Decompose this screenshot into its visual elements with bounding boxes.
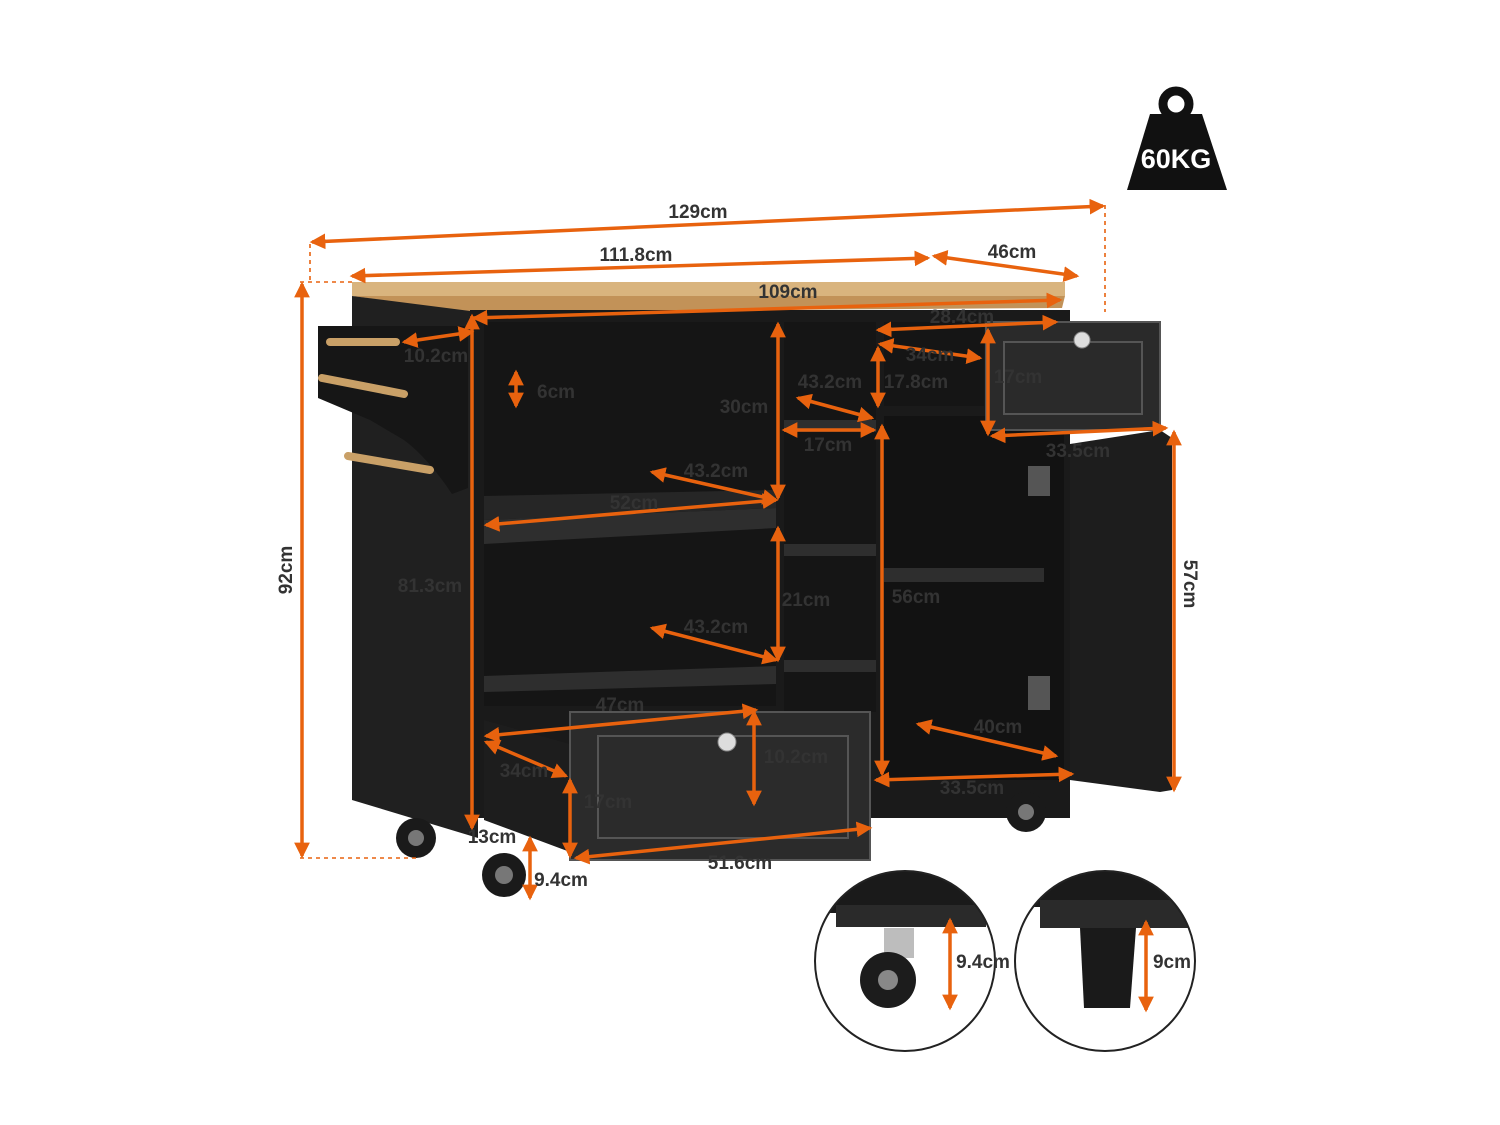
- rail-height-label: 6cm: [537, 382, 575, 403]
- casters: [396, 780, 1046, 897]
- total-height-label: 92cm: [276, 546, 297, 595]
- caster-detail: 9.4cm: [814, 870, 1010, 1052]
- door-width-label: 33.5cm: [1046, 441, 1110, 462]
- caster-wheel-icon: [1006, 792, 1046, 832]
- upper-shelf-height-label: 30cm: [720, 397, 769, 418]
- lower-shelf-depth-label: 43.2cm: [684, 617, 748, 638]
- total-width-label: 129cm: [668, 202, 727, 223]
- depth-label: 46cm: [988, 242, 1037, 263]
- caster-wheel-icon: [396, 818, 436, 858]
- middle-width-label: 17cm: [804, 435, 853, 456]
- upper-shelf-depth-label: 43.2cm: [684, 461, 748, 482]
- detail-caster-height-label: 9.4cm: [956, 952, 1010, 973]
- right-cabinet-shelf: [884, 568, 1044, 582]
- weight-label: 60KG: [1141, 144, 1212, 174]
- right-drawer-depth-label: 34cm: [906, 345, 955, 366]
- weight-badge: 60KG: [1127, 86, 1227, 190]
- right-drawer-width-label: 28.4cm: [930, 307, 994, 328]
- middle-column: [784, 322, 876, 712]
- detail-leg-height-label: 9cm: [1153, 952, 1191, 973]
- right-drawer-height-label: 17cm: [994, 367, 1043, 388]
- bottom-gap-label: 13cm: [468, 827, 517, 848]
- top-width-label: 111.8cm: [600, 245, 673, 266]
- right-drawer-inner-height-label: 17.8cm: [884, 372, 948, 393]
- caster-wheel-icon: [482, 853, 526, 897]
- cabinet-depth-label: 40cm: [974, 717, 1023, 738]
- middle-depth-label: 43.2cm: [798, 372, 862, 393]
- drawer-knob-icon: [1073, 331, 1091, 349]
- middle-height-label: 21cm: [782, 590, 831, 611]
- door-height-label: 57cm: [1179, 560, 1200, 609]
- drawer-inner-width-label: 47cm: [596, 695, 645, 716]
- drawer-inner-height-label: 10.2cm: [764, 747, 828, 768]
- caster-wheel-icon: [860, 928, 916, 1008]
- cabinet-width-label: 33.5cm: [940, 778, 1004, 799]
- caster-height-label: 9.4cm: [534, 870, 588, 891]
- body-height-label: 81.3cm: [398, 576, 462, 597]
- furniture-leg-icon: [1080, 928, 1136, 1008]
- dimension-labels: 129cm 111.8cm 46cm 109cm 10.2cm 92cm 81.…: [276, 202, 1200, 891]
- dimension-arrows: [294, 198, 1182, 901]
- cabinet-height-label: 56cm: [892, 587, 941, 608]
- drawer-front-width-label: 51.6cm: [708, 853, 772, 874]
- drawer-knob-icon: [717, 732, 737, 752]
- caster-wheel-icon: [908, 780, 928, 800]
- open-door: [1028, 430, 1172, 792]
- weight-icon: [1127, 86, 1227, 190]
- towel-rack: [318, 326, 468, 494]
- shelf-width-label: 52cm: [610, 493, 659, 514]
- right-drawer: [985, 321, 1161, 431]
- inner-width-label: 109cm: [758, 282, 817, 303]
- drawer-inner-depth-label: 34cm: [500, 761, 549, 782]
- rack-depth-label: 10.2cm: [404, 346, 468, 367]
- drawer-side-height-label: 17cm: [584, 792, 633, 813]
- leg-detail: 9cm: [1014, 870, 1196, 1052]
